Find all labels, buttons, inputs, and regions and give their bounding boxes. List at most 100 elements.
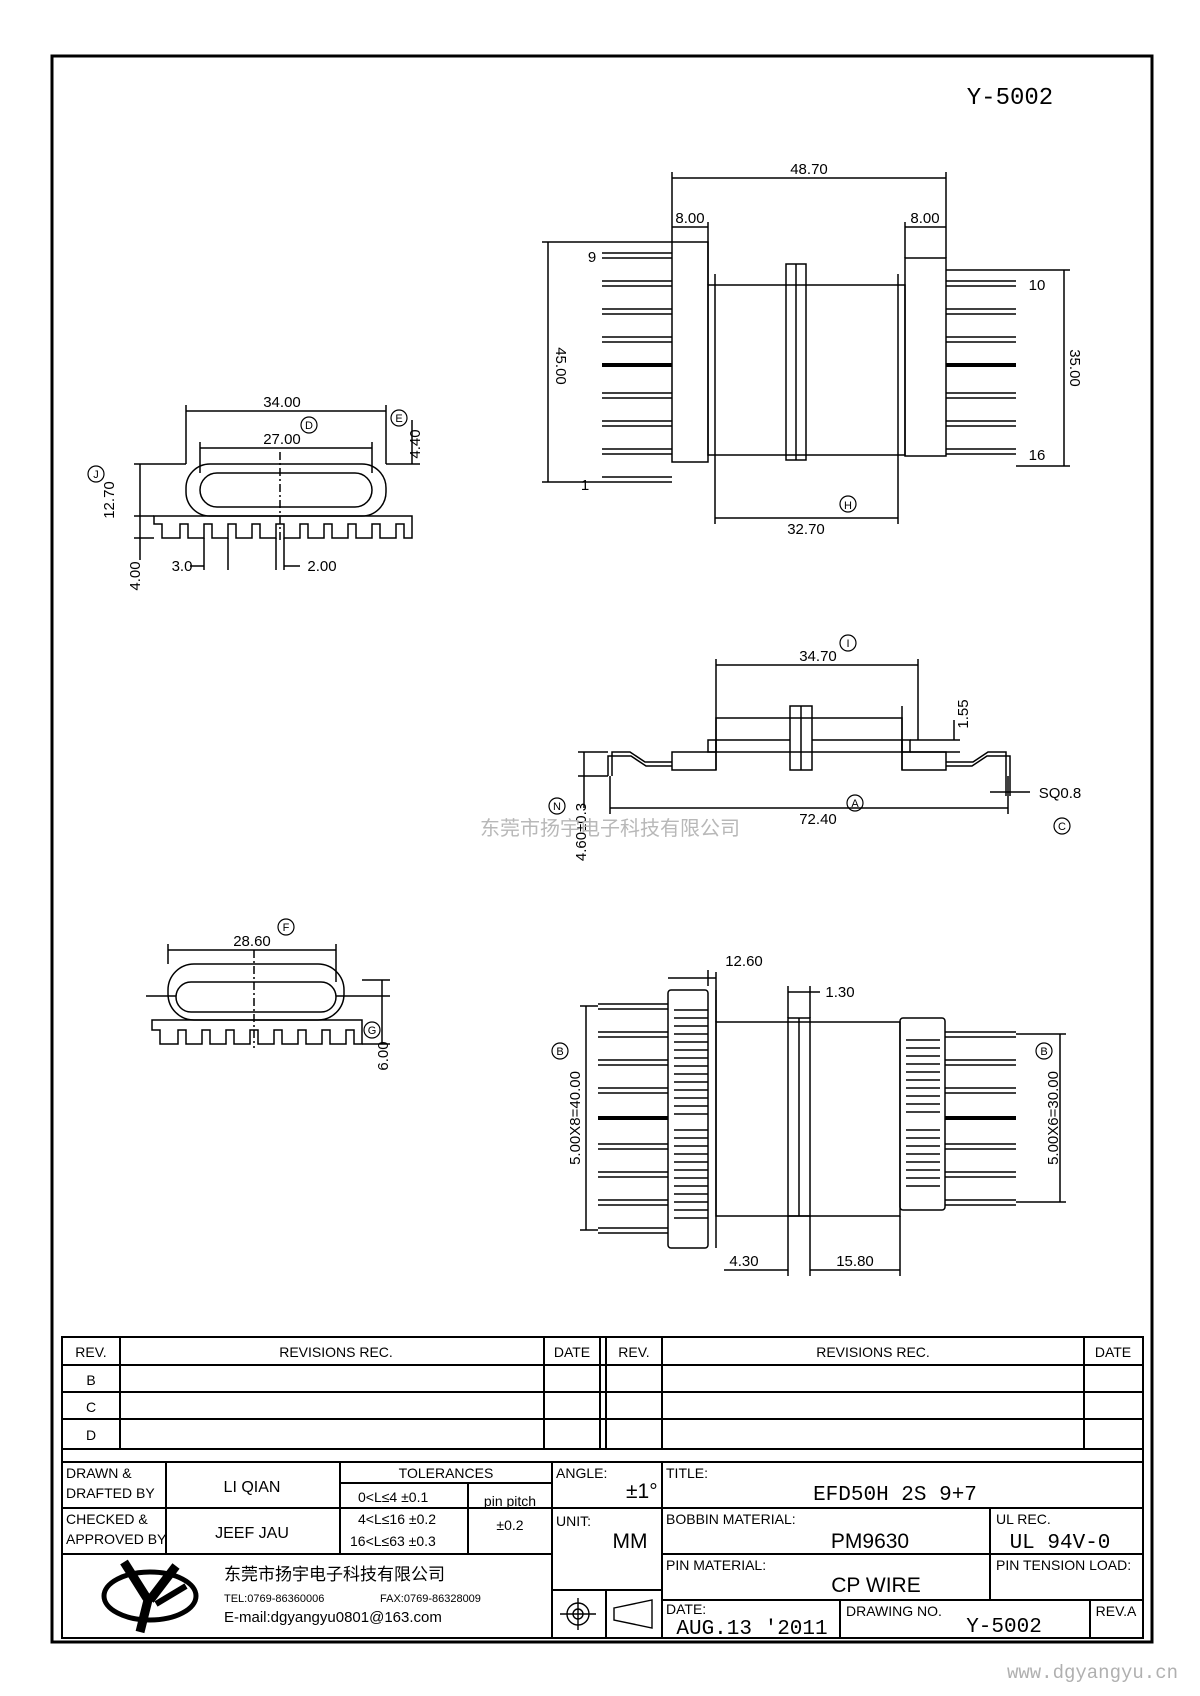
dim-end-base: 4.00	[127, 561, 144, 590]
end-outer-body	[185, 463, 387, 517]
side-core	[715, 717, 903, 753]
end2-base	[151, 1019, 363, 1045]
callout-b-right: B	[1040, 1046, 1047, 1058]
tol-2: 4<L≤16 ±0.2	[358, 1511, 436, 1527]
dim-bottom-pitch-left: 5.00X8=40.00	[567, 1071, 584, 1165]
pin-label-16: 16	[1029, 447, 1046, 464]
drawn-label-1: DRAWN &	[66, 1465, 132, 1481]
title-val: EFD50H 2S 9+7	[813, 1484, 977, 1507]
callout-i-circle	[839, 634, 857, 652]
dim-bottom-flange-w: 12.60	[725, 953, 763, 970]
dim-end-outer: 34.00	[263, 394, 301, 411]
side-right-flange	[901, 751, 947, 771]
callout-i: I	[846, 638, 849, 650]
callout-a: A	[851, 798, 859, 810]
callout-a-circle	[846, 794, 864, 812]
unit-label: UNIT:	[556, 1513, 591, 1529]
callout-g: G	[368, 1025, 377, 1037]
side-left-lead	[611, 751, 672, 776]
rev-row-b: B	[86, 1372, 95, 1388]
bottom-left-slots	[674, 1009, 708, 1219]
dim-bottom-center: 15.80	[836, 1253, 874, 1270]
angle-val: ±1°	[626, 1480, 658, 1503]
sheet-border	[50, 54, 1154, 1644]
unit-val: MM	[613, 1530, 648, 1553]
projection-symbol	[560, 1598, 653, 1630]
dim-top-overall: 48.70	[790, 161, 828, 178]
end-base	[153, 515, 413, 539]
bobbin-label: BOBBIN MATERIAL:	[666, 1511, 796, 1527]
bottom-left-pins	[598, 1003, 668, 1234]
pin-material-val: CP WIRE	[831, 1574, 920, 1597]
callout-f-circle	[277, 918, 295, 936]
dim-bottom-offset: 4.30	[729, 1253, 758, 1270]
title-label: TITLE:	[666, 1465, 708, 1481]
callout-b-right-circle	[1035, 1042, 1053, 1060]
title-block-lines	[61, 1336, 1144, 1639]
revision-table: REV. REVISIONS REC. DATE REV. REVISIONS …	[75, 1344, 1131, 1443]
end-view-2	[146, 944, 390, 1048]
rev-header-rev-1: REV.	[75, 1344, 106, 1360]
checked-label-2: APPROVED BY	[66, 1531, 167, 1547]
pin-pitch-val: ±0.2	[496, 1517, 523, 1533]
callout-f: F	[283, 922, 290, 934]
ul-val: UL 94V-0	[1010, 1532, 1111, 1555]
callout-c: C	[1058, 821, 1066, 833]
bottom-view	[580, 970, 1066, 1276]
side-view-labels: 34.70 1.55 72.40 SQ0.8 4.60±0.3 I A C N	[548, 634, 1082, 861]
callout-b-left: B	[556, 1046, 563, 1058]
callout-n-circle	[548, 797, 566, 815]
rev-header-rec-1: REVISIONS REC.	[279, 1344, 393, 1360]
date-val: AUG.13 '2011	[676, 1618, 827, 1641]
dim-bottom-pitch-right: 5.00X6=30.00	[1045, 1071, 1062, 1165]
rev-header-rec-2: REVISIONS REC.	[816, 1344, 930, 1360]
bottom-right-pins	[945, 1031, 1016, 1206]
dim-end-gap: 2.00	[307, 558, 336, 575]
dim-end-pitch: 3.0	[172, 558, 193, 575]
callout-e: E	[395, 413, 402, 425]
pin-label-10: 10	[1029, 277, 1046, 294]
rev-val: REV.A	[1096, 1603, 1137, 1619]
drawing-no-label: DRAWING NO.	[846, 1603, 942, 1619]
side-right-lead	[946, 751, 1007, 776]
dim-side-sq: SQ0.8	[1039, 785, 1082, 802]
date-label: DATE:	[666, 1601, 706, 1617]
callout-h-circle	[839, 495, 857, 513]
end2-inner-slot	[175, 981, 337, 1013]
rev-row-c: C	[86, 1399, 96, 1415]
dim-end2-height: 6.00	[375, 1041, 392, 1070]
end-inner-slot	[199, 472, 373, 508]
bottom-right-slots	[906, 1039, 940, 1187]
company-email: E-mail:dgyangyu0801@163.com	[224, 1609, 442, 1626]
checked-by: JEEF JAU	[215, 1525, 289, 1542]
top-left-flange	[671, 241, 709, 463]
end-view	[134, 405, 420, 570]
tolerances-label: TOLERANCES	[399, 1465, 494, 1481]
drawing-no-val: Y-5002	[966, 1616, 1042, 1639]
drawn-by: LI QIAN	[224, 1479, 281, 1496]
callout-d-circle	[300, 416, 318, 434]
dim-top-core: 32.70	[787, 521, 825, 538]
dim-side-core: 34.70	[799, 648, 837, 665]
top-right-flange	[904, 257, 947, 457]
checked-label-1: CHECKED &	[66, 1511, 148, 1527]
rev-header-date-2: DATE	[1095, 1344, 1131, 1360]
bobbin-val: PM9630	[831, 1530, 909, 1553]
drawing-code-top: Y-5002	[967, 85, 1053, 112]
footer-url: www.dgyangyu.cn	[1007, 1662, 1178, 1684]
pin-pitch-label: pin pitch	[484, 1493, 536, 1509]
dim-end-slot: 4.40	[407, 429, 424, 458]
callout-h: H	[844, 500, 852, 512]
callout-b-left-circle	[551, 1042, 569, 1060]
pin-material-label: PIN MATERIAL:	[666, 1557, 766, 1573]
end-view-labels: 34.00 27.00 4.40 12.70 4.00 3.0 2.00 D E…	[87, 394, 424, 591]
callout-e-circle	[390, 409, 408, 427]
dim-side-flange: 1.55	[955, 699, 972, 728]
pin-label-1: 1	[581, 477, 589, 494]
top-view	[542, 172, 1070, 524]
callout-n: N	[553, 801, 561, 813]
drawn-label-2: DRAFTED BY	[66, 1485, 155, 1501]
top-right-pins	[946, 280, 1016, 455]
company-tel: TEL:0769-86360006	[224, 1593, 324, 1605]
